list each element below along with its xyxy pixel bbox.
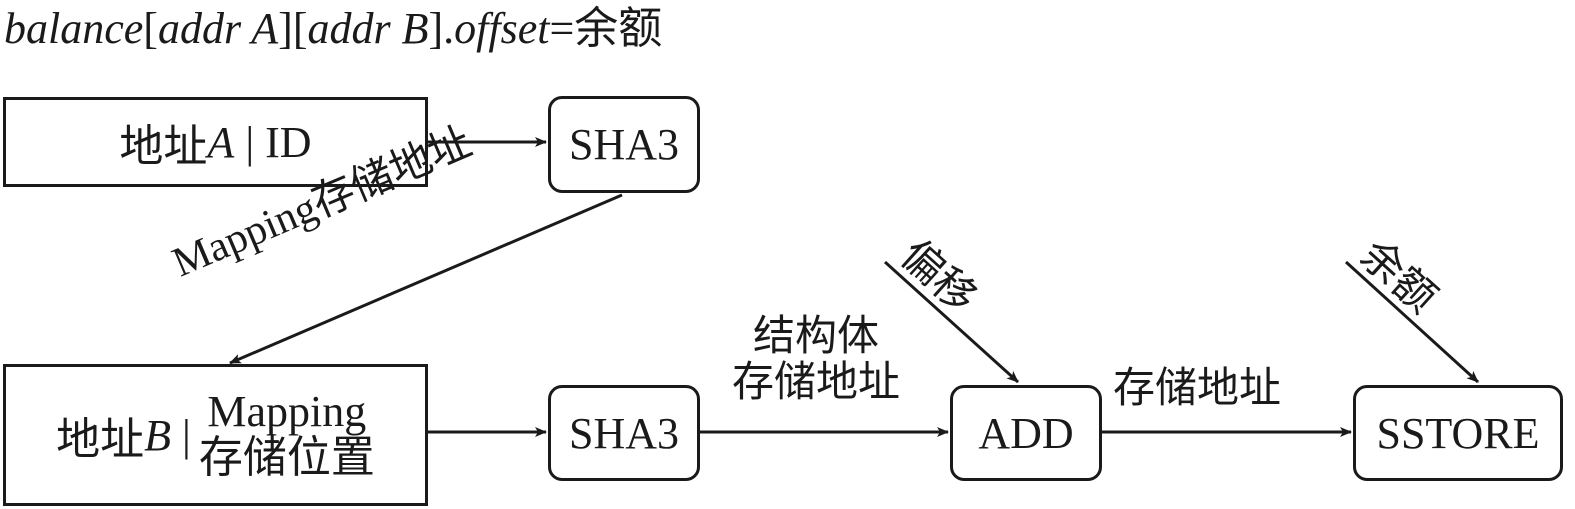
struct-line: 结构体 [752,314,879,360]
sstore-label: SSTORE [1376,408,1540,458]
sha3-bottom-label: SHA3 [568,408,680,458]
arrow-offset-to-add [883,260,1020,384]
formula-addr-a: addr A [157,4,279,53]
formula-bracket: ] [278,4,293,53]
formula-bracket: [ [143,4,158,53]
address-b-var: B [144,410,172,460]
address-a-var: A [207,117,235,167]
address-a-suffix: | ID [234,117,312,167]
struct-storage-line: 存储地址 [731,360,900,406]
mapping-line: Mapping [207,387,367,436]
add-node: ADD [950,385,1102,481]
address-a-prefix: 地址 [119,122,208,171]
formula-bracket: ] [428,4,444,53]
storage-formula: balance[addr A][addr B].offset=余额 [4,0,662,58]
storage-location-line: 存储位置 [198,433,375,482]
address-b-prefix: 地址 [56,415,145,464]
sha3-node-bottom: SHA3 [548,385,700,481]
arrow-balance-to-sstore [1344,260,1480,384]
formula-dot: . [443,4,455,53]
mapping-location-label: Mapping 存储位置 [199,389,375,481]
sstore-node: SSTORE [1353,385,1563,481]
arrow-sha3-to-addr-b [229,193,623,365]
add-label: ADD [978,408,1074,458]
storage-address-label: 存储地址 [1113,366,1282,412]
formula-var: balance [4,4,144,53]
address-b-separator: | [171,410,191,460]
formula-equals: =余额 [549,4,663,53]
formula-addr-b: addr B [307,4,429,53]
formula-field: offset [454,4,550,53]
struct-storage-address-label: 结构体 存储地址 [712,314,920,406]
sha3-node-top: SHA3 [548,96,700,193]
sha3-top-label: SHA3 [568,120,680,169]
formula-bracket: [ [292,4,308,53]
